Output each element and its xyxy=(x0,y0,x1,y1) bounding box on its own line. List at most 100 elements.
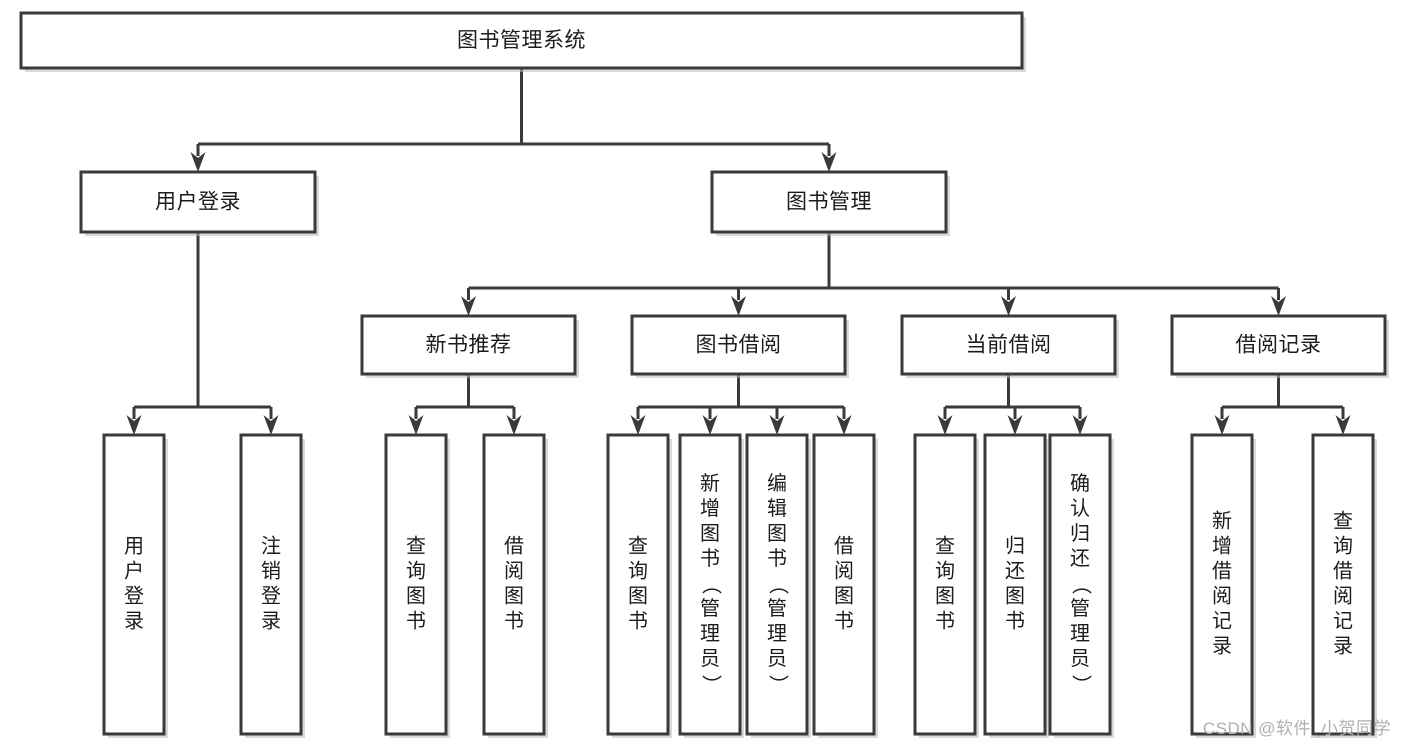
node-box[interactable] xyxy=(606,433,670,736)
arrow-head xyxy=(461,296,476,316)
node-label-char: 图 xyxy=(406,585,426,607)
node-label-char: 借 xyxy=(504,534,524,557)
node-label-char: 记 xyxy=(1212,609,1232,632)
arrow-head xyxy=(630,415,646,435)
node-label-char: 书 xyxy=(700,547,720,570)
node-label-char: 销 xyxy=(261,559,281,582)
node-label-char: 理 xyxy=(767,623,787,645)
node-label-char: 新 xyxy=(700,472,720,495)
node-label-char: 理 xyxy=(700,623,720,645)
node-label-char: 书 xyxy=(1005,609,1025,632)
arrow-head xyxy=(408,415,424,435)
node-leaf-user-login[interactable]: 用户登录 xyxy=(102,433,168,738)
node-label-char: 登 xyxy=(261,584,281,607)
node-user-login[interactable]: 用户登录 xyxy=(79,170,319,236)
node-label-char: 录 xyxy=(1212,635,1232,657)
edge-group-book-manage xyxy=(461,232,1286,316)
node-box[interactable] xyxy=(360,314,577,376)
node-book-borrow[interactable]: 图书借阅 xyxy=(630,314,849,378)
node-box[interactable] xyxy=(812,433,876,736)
arrow-head xyxy=(1007,415,1023,435)
node-label-char: 书 xyxy=(767,547,787,570)
node-label-char: （ xyxy=(700,575,723,595)
node-borrow-record[interactable]: 借阅记录 xyxy=(1170,314,1389,378)
node-label-char: 增 xyxy=(700,497,720,520)
node-current-borrow[interactable]: 当前借阅 xyxy=(900,314,1119,378)
node-box[interactable] xyxy=(1190,433,1254,736)
node-label-char: 书 xyxy=(406,609,426,632)
node-label-char: 图 xyxy=(700,523,720,545)
node-label-char: 询 xyxy=(628,559,648,582)
node-box[interactable] xyxy=(79,170,317,234)
node-box[interactable] xyxy=(102,433,166,736)
node-label-char: 录 xyxy=(261,610,281,632)
node-label-char: 还 xyxy=(1005,559,1025,582)
arrow-head xyxy=(1214,415,1230,435)
node-label: 图书借阅 xyxy=(696,334,782,357)
node-label: 用户登录 xyxy=(155,191,241,214)
node-label-char: 管 xyxy=(1070,597,1090,620)
node-label: 图书管理系统 xyxy=(457,29,586,52)
arrow-head xyxy=(1072,415,1088,435)
node-book-manage[interactable]: 图书管理 xyxy=(710,170,950,236)
node-label-char: 阅 xyxy=(1333,584,1353,607)
node-root[interactable]: 图书管理系统 xyxy=(19,11,1026,72)
node-box[interactable] xyxy=(1170,314,1387,376)
node-label-char: 借 xyxy=(834,534,854,557)
node-label-char: 编 xyxy=(767,472,787,495)
arrow-head xyxy=(937,415,953,435)
node-box[interactable] xyxy=(239,433,303,736)
node-label-char: 图 xyxy=(1005,585,1025,607)
node-label-char: 询 xyxy=(935,559,955,582)
node-box[interactable] xyxy=(384,433,448,736)
edge-group-root xyxy=(190,68,837,172)
node-label-char: 图 xyxy=(834,585,854,607)
node-label-char: 员 xyxy=(700,648,720,670)
node-label-char: 查 xyxy=(935,534,955,557)
node-label-char: 记 xyxy=(1333,609,1353,632)
node-box[interactable] xyxy=(710,170,948,234)
node-box[interactable] xyxy=(900,314,1117,376)
node-box[interactable] xyxy=(678,433,742,736)
node-label-char: 户 xyxy=(124,559,144,582)
node-box[interactable] xyxy=(19,11,1024,70)
node-label: 当前借阅 xyxy=(966,334,1052,357)
node-box[interactable] xyxy=(1311,433,1375,736)
node-box[interactable] xyxy=(630,314,847,376)
node-label-char: （ xyxy=(767,575,790,595)
node-label-char: 阅 xyxy=(834,559,854,582)
node-box[interactable] xyxy=(913,433,977,736)
node-label-char: ） xyxy=(767,675,790,695)
node-new-book-rec[interactable]: 新书推荐 xyxy=(360,314,579,378)
node-label-char: 查 xyxy=(628,534,648,557)
arrow-head xyxy=(769,415,785,435)
node-label-char: 询 xyxy=(406,559,426,582)
node-label-char: 管 xyxy=(700,597,720,620)
node-box[interactable] xyxy=(1048,433,1112,736)
node-label-char: 图 xyxy=(935,585,955,607)
node-label-char: 新 xyxy=(1212,509,1232,532)
arrow-head xyxy=(731,296,746,316)
arrow-head xyxy=(1335,415,1351,435)
node-label-char: （ xyxy=(1070,575,1093,595)
node-label-char: 图 xyxy=(504,585,524,607)
node-box[interactable] xyxy=(482,433,546,736)
node-label-char: 员 xyxy=(767,648,787,670)
edge-group-user-login xyxy=(126,232,279,435)
node-label-char: 归 xyxy=(1070,522,1090,545)
node-box[interactable] xyxy=(745,433,809,736)
node-box[interactable] xyxy=(983,433,1047,736)
